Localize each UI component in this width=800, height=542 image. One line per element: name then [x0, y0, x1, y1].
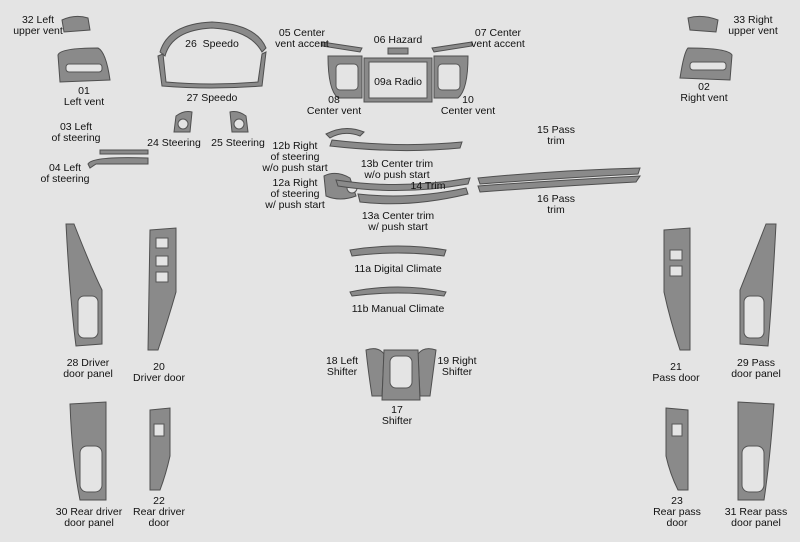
label-07-center-vent-accent: 07 Center vent accent — [471, 27, 525, 50]
part-15-pass-trim[interactable] — [477, 167, 641, 185]
part-20-switch-3 — [155, 271, 169, 283]
label-11a-digital-climate: 11a Digital Climate — [354, 263, 442, 275]
part-24-hole — [177, 118, 189, 130]
part-32-left-upper-vent[interactable] — [61, 15, 91, 33]
part-11b-manual-climate[interactable] — [349, 286, 447, 297]
part-30-opening — [79, 445, 103, 493]
part-20-switch-1 — [155, 237, 169, 249]
label-10-center-vent: 10 Center vent — [440, 94, 496, 117]
label-16-pass-trim: 16 Pass trim — [537, 193, 575, 216]
part-22-switch — [153, 423, 165, 437]
label-02-right-vent: 02 Right vent — [680, 81, 728, 104]
label-17-shifter: 17 Shifter — [381, 404, 413, 427]
label-23-rear-pass-door: 23 Rear pass door — [653, 495, 701, 529]
part-26-speedo[interactable] — [159, 21, 267, 57]
part-16-pass-trim[interactable] — [477, 175, 641, 193]
part-13b-center-trim[interactable] — [329, 139, 463, 152]
part-08-opening — [335, 63, 359, 91]
part-25-hole — [233, 118, 245, 130]
label-21-pass-door: 21 Pass door — [652, 361, 700, 384]
label-08-center-vent: 08 Center vent — [306, 94, 362, 117]
part-12b-right-of-steering[interactable] — [325, 128, 365, 139]
label-12a-right-of-steering: 12a Right of steering w/ push start — [265, 177, 325, 211]
label-25-steering: 25 Steering — [211, 137, 265, 149]
label-03-left-of-steering: 03 Left of steering — [51, 121, 101, 144]
part-14-trim[interactable] — [335, 177, 471, 192]
part-18-left-shifter[interactable] — [365, 348, 385, 397]
part-33-right-upper-vent[interactable] — [687, 15, 719, 33]
label-22-rear-driver-door: 22 Rear driver door — [133, 495, 185, 529]
part-04-left-of-steering[interactable] — [87, 157, 149, 169]
label-20-driver-door: 20 Driver door — [133, 361, 185, 384]
label-19-right-shifter: 19 Right Shifter — [437, 355, 477, 378]
part-31-opening — [741, 445, 765, 493]
label-01-left-vent: 01 Left vent — [63, 85, 105, 108]
label-13a-center-trim: 13a Center trim w/ push start — [361, 210, 435, 233]
label-30-rear-driver-door-panel: 30 Rear driver door panel — [55, 506, 123, 529]
label-15-pass-trim: 15 Pass trim — [537, 124, 575, 147]
part-21-switch-1 — [669, 249, 683, 261]
part-01-opening — [65, 63, 103, 73]
label-12b-right-of-steering: 12b Right of steering w/o push start — [262, 140, 328, 174]
label-09a-radio: 09a Radio — [374, 76, 422, 88]
part-20-driver-door[interactable] — [147, 227, 177, 351]
part-22-rear-driver-door[interactable] — [149, 407, 171, 491]
part-09a-opening — [368, 61, 428, 99]
label-14-trim: 14 Trim — [410, 180, 446, 192]
part-19-right-shifter[interactable] — [417, 348, 437, 397]
label-06-hazard: 06 Hazard — [373, 34, 423, 46]
part-11a-digital-climate[interactable] — [349, 245, 447, 257]
part-28-opening — [77, 295, 99, 339]
part-07-center-vent-accent[interactable] — [431, 41, 473, 53]
label-28-driver-door-panel: 28 Driver door panel — [63, 357, 113, 380]
part-23-switch — [671, 423, 683, 437]
part-21-switch-2 — [669, 265, 683, 277]
part-05-center-vent-accent[interactable] — [321, 41, 363, 53]
part-10-opening — [437, 63, 461, 91]
label-11b-manual-climate: 11b Manual Climate — [351, 303, 445, 315]
label-04-left-of-steering: 04 Left of steering — [40, 162, 90, 185]
part-03-left-of-steering[interactable] — [99, 149, 149, 155]
label-33-right-upper-vent: 33 Right upper vent — [728, 14, 778, 37]
part-27-speedo[interactable] — [157, 51, 267, 89]
part-17-opening — [389, 355, 413, 389]
part-29-opening — [743, 295, 765, 339]
label-26-speedo: 26 Speedo — [185, 38, 239, 50]
label-05-center-vent-accent: 05 Center vent accent — [275, 27, 329, 50]
part-06-hazard[interactable] — [387, 47, 409, 55]
part-02-opening — [689, 61, 727, 71]
part-21-pass-door[interactable] — [663, 227, 691, 351]
label-29-pass-door-panel: 29 Pass door panel — [731, 357, 781, 380]
part-20-switch-2 — [155, 255, 169, 267]
label-27-speedo: 27 Speedo — [186, 92, 238, 104]
part-13a-center-trim[interactable] — [357, 187, 469, 205]
label-32-left-upper-vent: 32 Left upper vent — [13, 14, 63, 37]
label-24-steering: 24 Steering — [147, 137, 201, 149]
part-23-rear-pass-door[interactable] — [665, 407, 689, 491]
label-18-left-shifter: 18 Left Shifter — [325, 355, 359, 378]
label-13b-center-trim: 13b Center trim w/o push start — [360, 158, 434, 181]
label-31-rear-pass-door-panel: 31 Rear pass door panel — [724, 506, 788, 529]
